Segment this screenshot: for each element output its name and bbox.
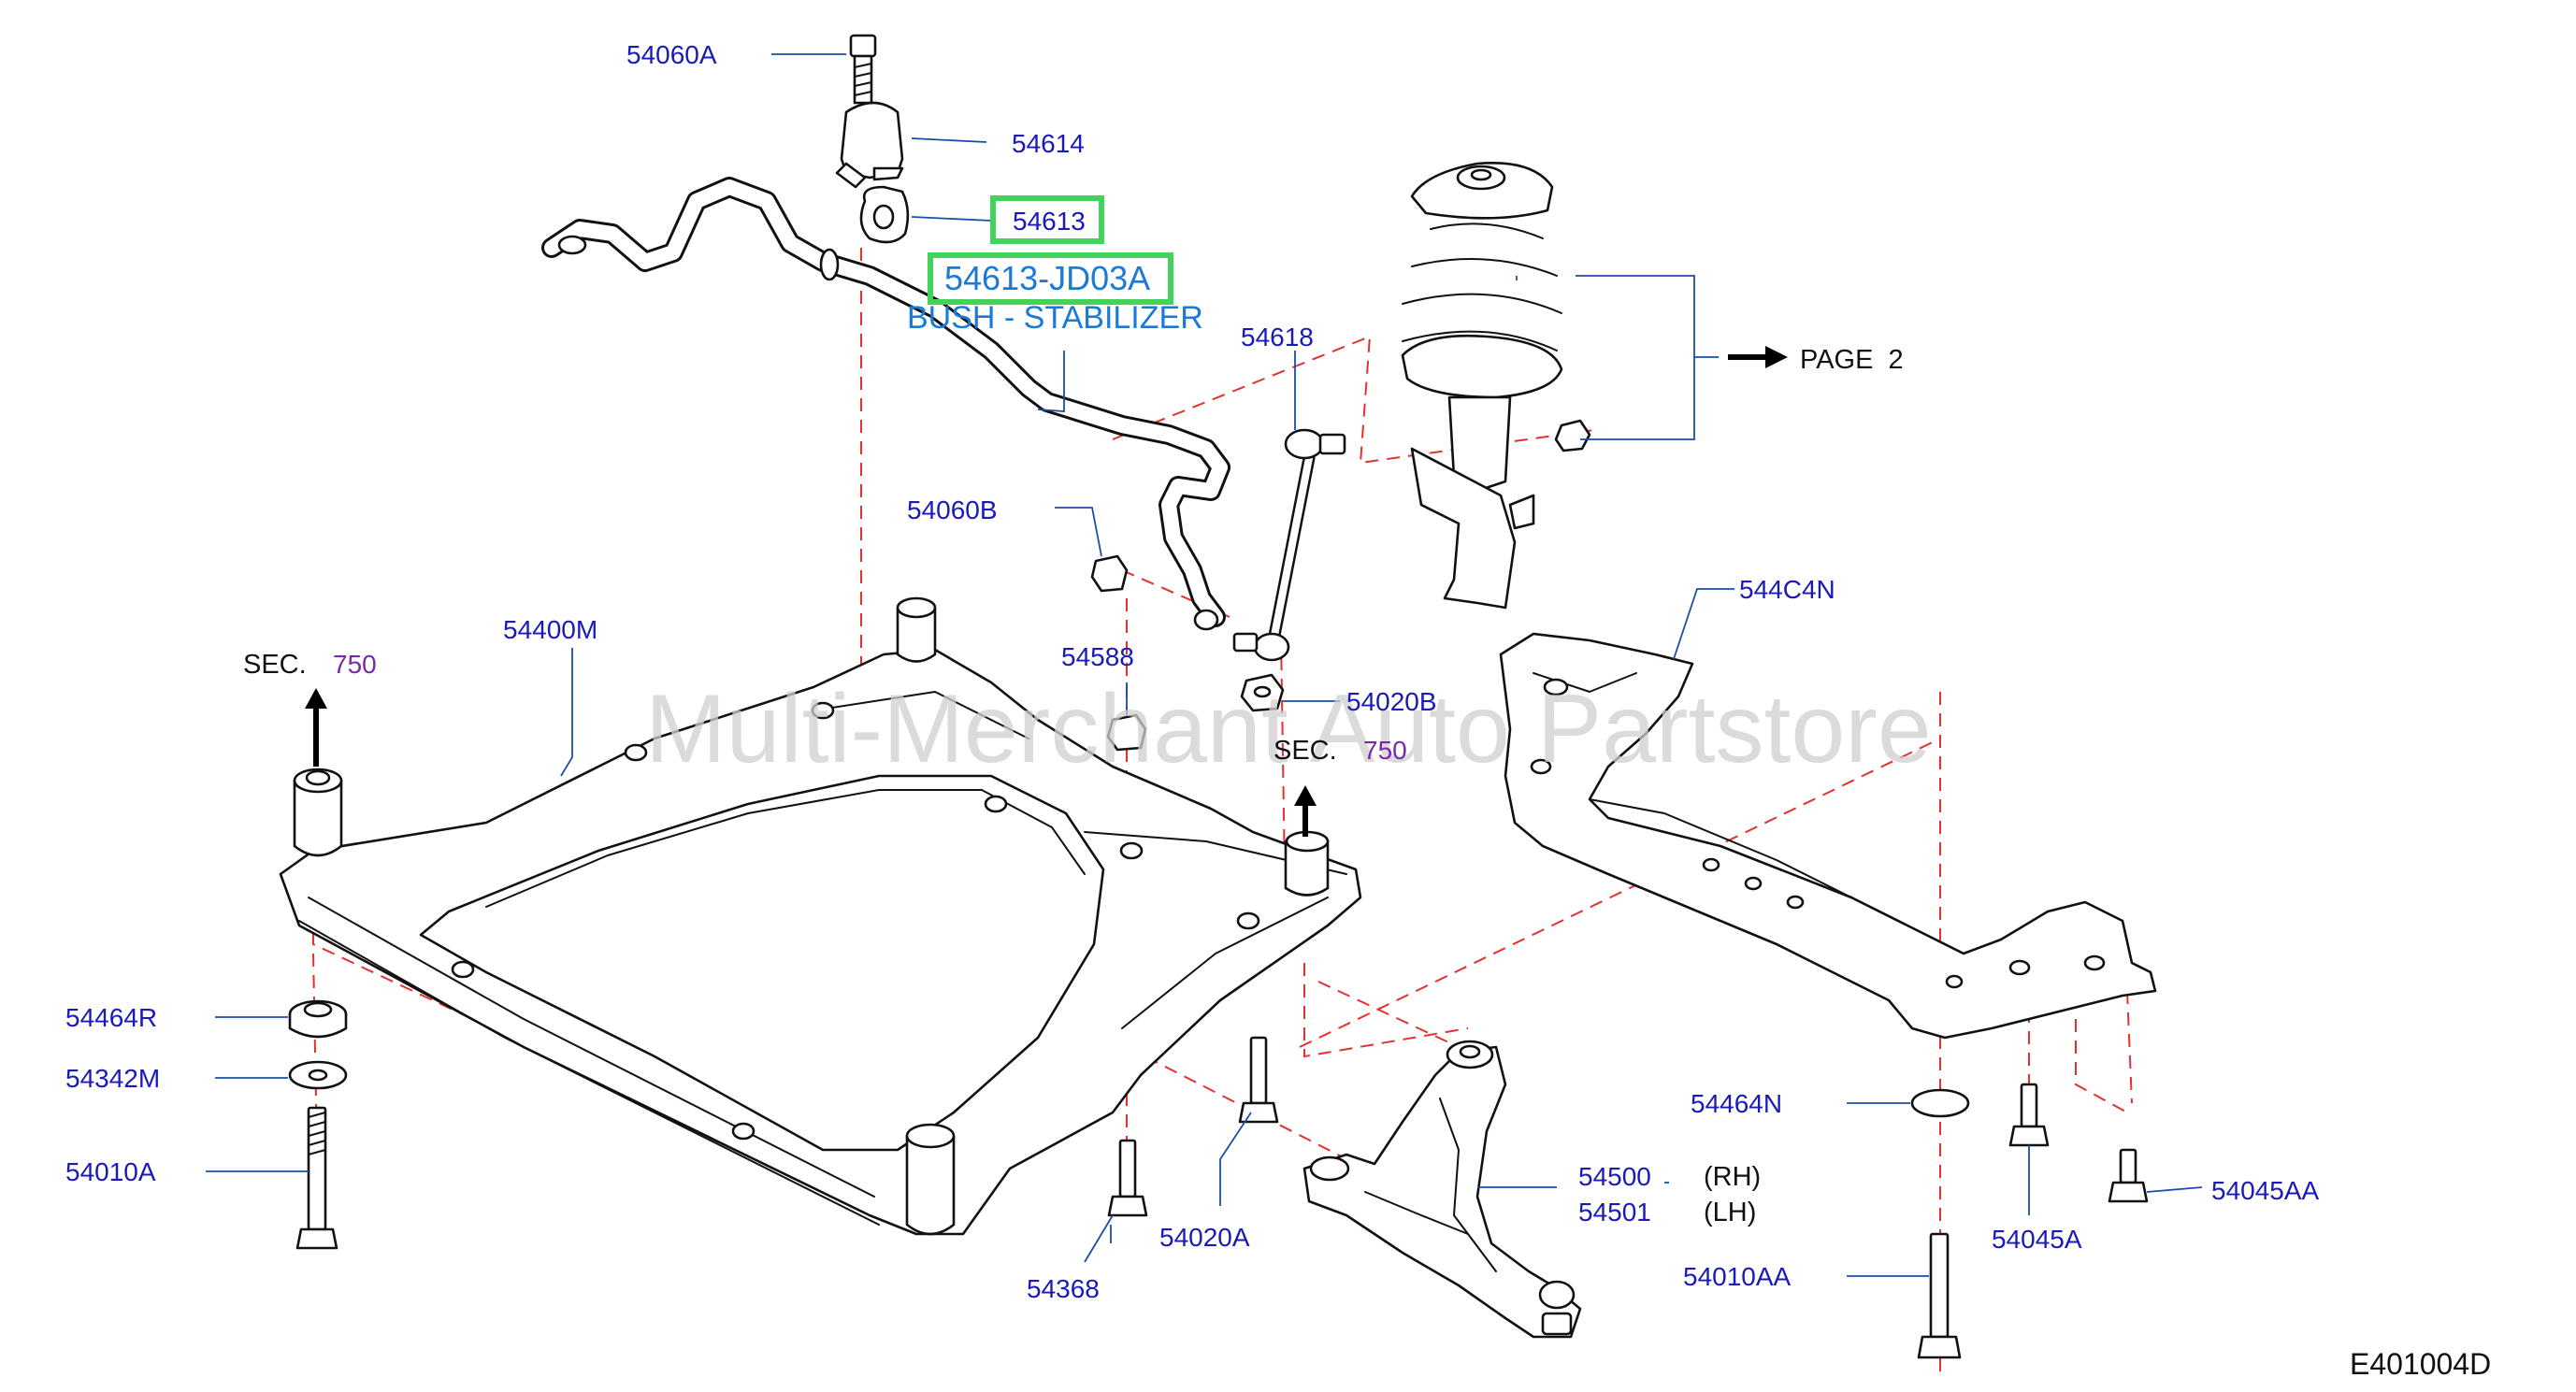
callout-54060B[interactable]: 54060B (907, 495, 998, 524)
page-arrow (1728, 346, 1788, 368)
bolt-54368[interactable] (1107, 1139, 1148, 1217)
bolt-54045AA[interactable] (2108, 1148, 2149, 1203)
highlight-box-part-number (928, 252, 1173, 305)
sec-ref-left-number[interactable]: 750 (333, 650, 377, 679)
stabilizer-bar[interactable] (541, 177, 1230, 631)
front-suspension-member[interactable] (279, 596, 1362, 1236)
washer-54464N[interactable] (1910, 1088, 1970, 1118)
sec-ref-right-label: SEC. (1274, 736, 1337, 766)
page-ref-label[interactable]: PAGE 2 (1800, 345, 1904, 375)
bolt-54010A[interactable] (295, 1106, 338, 1250)
mount-insulator-54464R[interactable] (288, 999, 348, 1039)
stabilizer-link[interactable] (1232, 428, 1346, 662)
side-rh-label: (RH) (1704, 1162, 1761, 1192)
bolt-54045A[interactable] (2008, 1083, 2050, 1147)
washer-54342M[interactable] (288, 1060, 348, 1090)
lower-control-arm[interactable] (1302, 1040, 1582, 1339)
strut-assembly[interactable] (1401, 162, 1591, 610)
leader-lines (206, 53, 2203, 1277)
callout-54010AA[interactable]: 54010AA (1683, 1262, 1792, 1291)
callout-54020B[interactable]: 54020B (1346, 687, 1437, 716)
callout-54045AA[interactable]: 54045AA (2211, 1176, 2320, 1205)
nut-54020B[interactable] (1240, 673, 1285, 712)
nut-54060B[interactable] (1090, 554, 1129, 593)
diagram-code: E401004D (2350, 1347, 2491, 1381)
callout-54020A[interactable]: 54020A (1159, 1223, 1250, 1252)
highlight-part-name: BUSH - STABILIZER (907, 300, 1203, 336)
highlight-part-number[interactable]: 54613-JD03A (944, 259, 1150, 297)
callout-54614[interactable]: 54614 (1012, 129, 1085, 158)
stabilizer-clamp[interactable] (835, 101, 904, 189)
callout-54501[interactable]: 54501 (1578, 1198, 1651, 1227)
stabilizer-bush[interactable] (859, 185, 910, 244)
callout-54010A[interactable]: 54010A (65, 1157, 156, 1186)
highlight-box-54613 (990, 195, 1104, 244)
callout-54618[interactable]: 54618 (1241, 323, 1314, 352)
bolt-54060A[interactable] (849, 34, 877, 105)
callout-54400M[interactable]: 54400M (503, 615, 597, 644)
callout-54588[interactable]: 54588 (1061, 642, 1134, 671)
callout-labels: 54060A 54614 54613 54618 54060B 54400M 5… (65, 40, 2320, 1303)
side-lh-label: (LH) (1704, 1198, 1756, 1227)
callout-54045A[interactable]: 54045A (1992, 1225, 2082, 1254)
sec-ref-right-number[interactable]: 750 (1363, 736, 1407, 765)
watermark-text: Multi-Merchant Auto Partstore (645, 675, 1932, 783)
callout-54464N[interactable]: 54464N (1691, 1089, 1782, 1118)
callout-54613[interactable]: 54613 (1013, 207, 1086, 236)
callout-54342M[interactable]: 54342M (65, 1064, 160, 1093)
callout-54368[interactable]: 54368 (1027, 1274, 1100, 1303)
sec-ref-left-label: SEC. (243, 650, 307, 680)
callout-544C4N[interactable]: 544C4N (1739, 575, 1835, 604)
callout-54464R[interactable]: 54464R (65, 1003, 157, 1032)
transverse-link-support[interactable] (1499, 632, 2157, 1040)
callout-54060A[interactable]: 54060A (626, 40, 717, 69)
bolt-54020A[interactable] (1238, 1036, 1279, 1124)
sec-arrow-left (305, 688, 327, 767)
nut-54588[interactable] (1106, 713, 1147, 752)
callout-54500[interactable]: 54500 (1578, 1162, 1651, 1191)
bolt-54010AA[interactable] (1917, 1232, 1962, 1359)
sec-arrow-right (1294, 785, 1317, 837)
